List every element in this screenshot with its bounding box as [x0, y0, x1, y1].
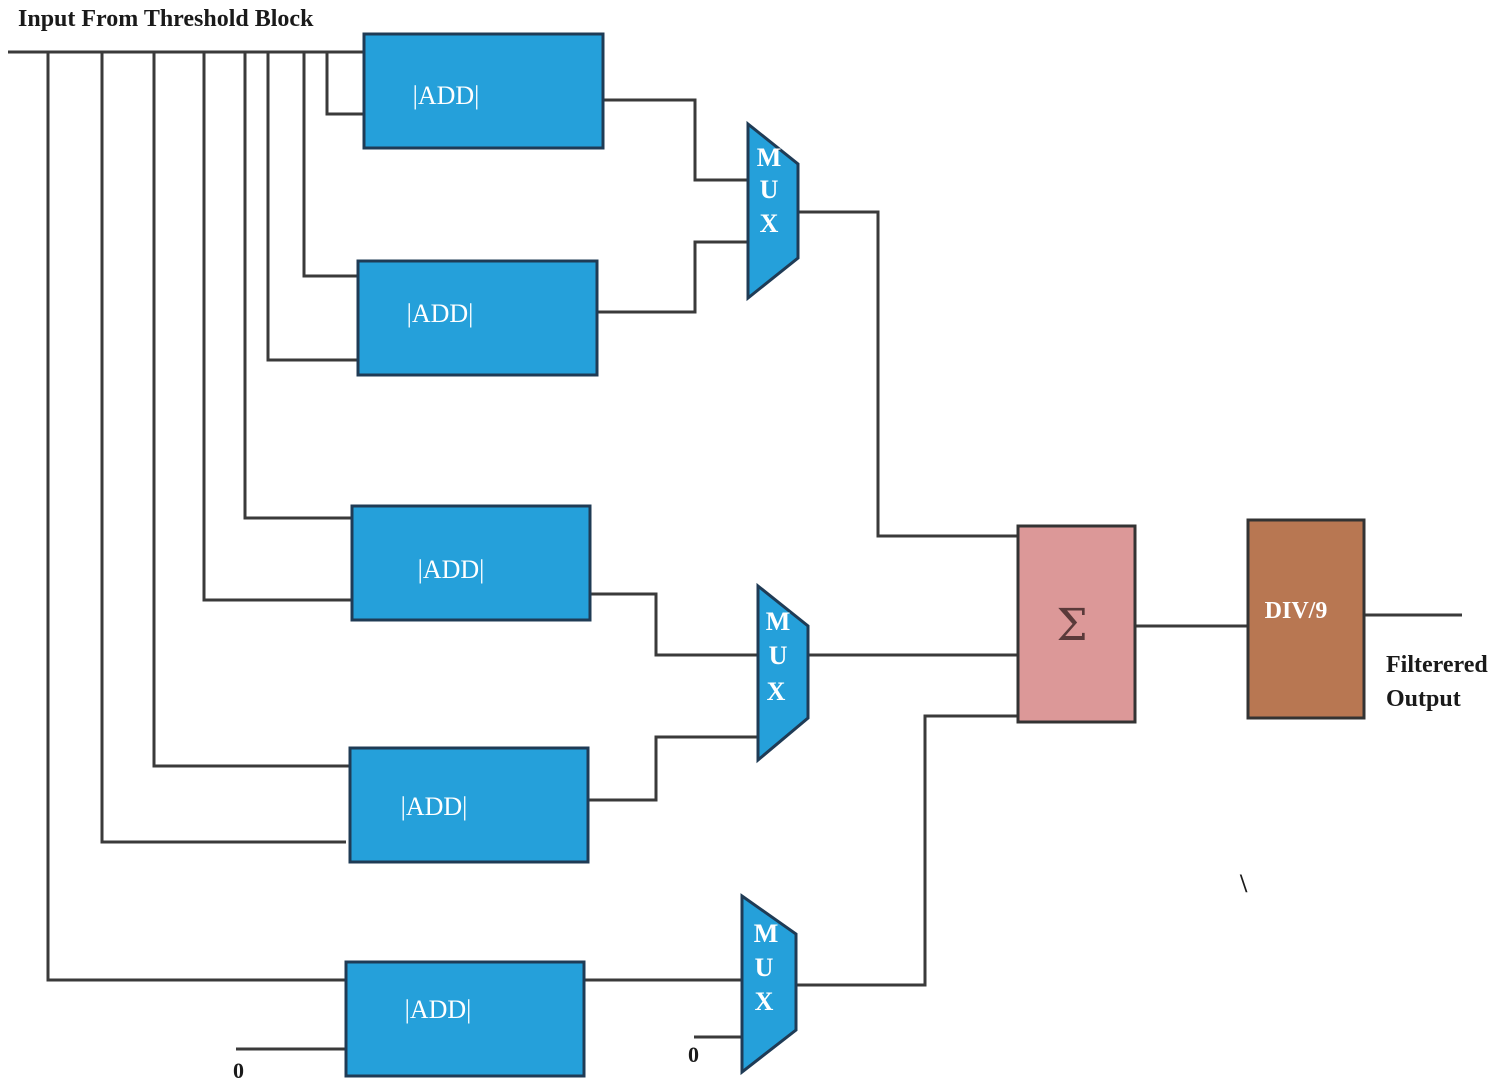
wires — [8, 50, 1462, 1051]
add-block-1: |ADD| — [362, 32, 605, 150]
sum-block: Σ — [1016, 524, 1137, 724]
add-block-5: |ADD| — [344, 960, 586, 1078]
tap-wire-4 — [202, 52, 352, 602]
output-label-line1: Filterered — [1386, 652, 1488, 678]
add-block-5-label: |ADD| — [405, 995, 472, 1024]
tap-wire-1 — [46, 52, 346, 982]
mux1-to-sum-wire — [798, 210, 1018, 538]
mux-block-2: M U X — [756, 582, 810, 764]
add-block-3-label: |ADD| — [418, 555, 485, 584]
mux-block-3: M U X — [740, 893, 798, 1076]
zero-label-add5: 0 — [233, 1058, 244, 1083]
mux-block-1-letter-m: M — [757, 143, 782, 172]
tap-wire-2 — [100, 52, 346, 844]
add1-to-mux1-wire — [603, 98, 748, 182]
mux-block-2-letter-m: M — [766, 607, 791, 636]
mux-block-1: M U X — [746, 120, 800, 302]
stray-mark: \ — [1239, 869, 1248, 898]
mux-block-2-letter-x: X — [767, 677, 786, 706]
sigma-symbol: Σ — [1056, 600, 1087, 651]
add3-to-mux2-wire — [590, 592, 758, 657]
mux-block-2-letter-u: U — [769, 641, 788, 670]
add-block-2-label: |ADD| — [407, 299, 474, 328]
mux-block-3-letter-m: M — [754, 919, 779, 948]
mux-block-1-letter-x: X — [760, 209, 779, 238]
tap-wire-5 — [243, 52, 352, 520]
tap-wire-7 — [302, 52, 358, 278]
add2-to-mux1-wire — [597, 240, 748, 314]
mux-block-1-letter-u: U — [760, 175, 779, 204]
add-block-3: |ADD| — [350, 504, 592, 622]
div-block: DIV/9 — [1246, 518, 1366, 720]
add-block-2: |ADD| — [356, 259, 599, 377]
mux-block-3-letter-x: X — [755, 987, 774, 1016]
tap-wire-3 — [152, 52, 352, 768]
add4-to-mux2-wire — [588, 735, 758, 802]
input-label: Input From Threshold Block — [18, 6, 314, 32]
add-block-1-label: |ADD| — [413, 81, 480, 110]
add-block-4: |ADD| — [348, 746, 590, 864]
mux-block-3-letter-u: U — [755, 953, 774, 982]
tap-wire-8 — [325, 52, 364, 116]
zero-label-mux3: 0 — [688, 1042, 699, 1067]
tap-wire-6 — [266, 52, 358, 362]
output-label-line2: Output — [1386, 686, 1461, 712]
add-block-4-label: |ADD| — [401, 792, 468, 821]
div-block-label: DIV/9 — [1265, 598, 1328, 624]
mux3-to-sum-wire — [796, 714, 1018, 987]
